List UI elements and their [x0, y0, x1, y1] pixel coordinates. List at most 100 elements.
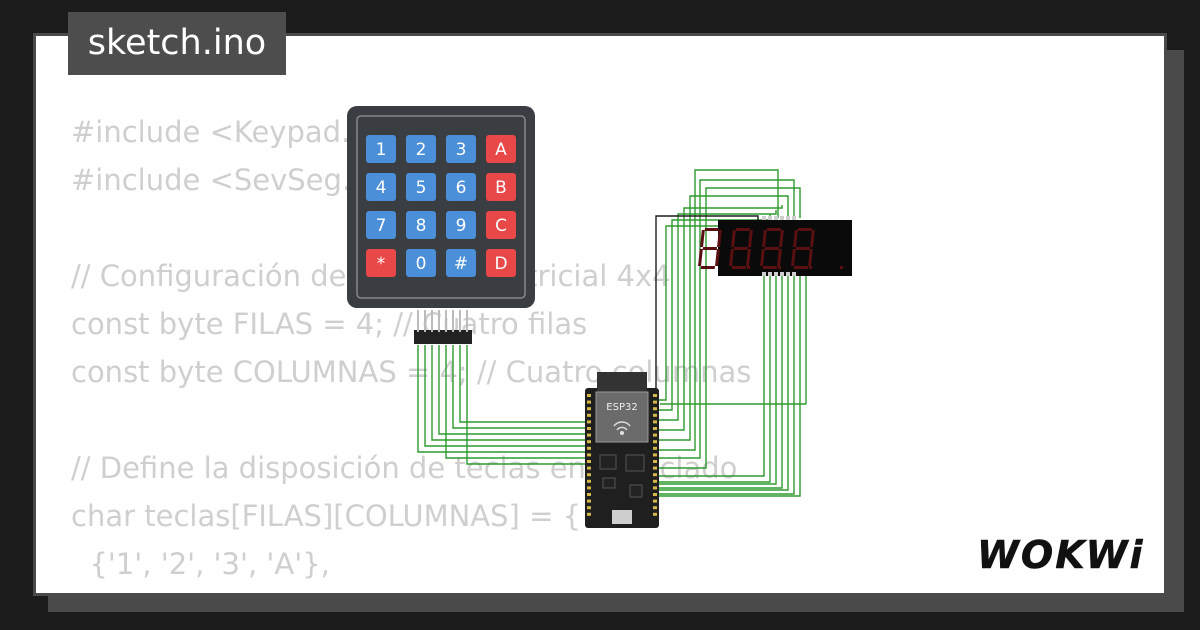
keypad-key[interactable] [406, 135, 436, 163]
display-segment [779, 230, 784, 247]
keypad-key-label: * [377, 254, 386, 274]
keypad-key-label: # [454, 254, 468, 274]
seven-segment-display[interactable] [698, 216, 852, 276]
keypad-key[interactable] [486, 211, 516, 239]
board-pin [653, 440, 657, 444]
keypad-key[interactable] [366, 173, 396, 201]
display-segment [733, 247, 749, 250]
esp32-board[interactable]: ESP32 [585, 372, 659, 528]
board-pin [587, 427, 591, 430]
display-segment [731, 230, 736, 247]
display-segment [700, 266, 716, 269]
wokwi-logo: WOKWi [977, 533, 1145, 578]
wokwi-logo-text: WOKWi [977, 533, 1145, 577]
board-pin [653, 499, 657, 503]
display-segment [808, 249, 813, 266]
keypad-key[interactable] [366, 211, 396, 239]
keypad-key[interactable] [406, 173, 436, 201]
display-segment [766, 228, 782, 231]
board-pin [587, 499, 591, 503]
board-pin [587, 446, 591, 450]
board-pin [587, 506, 591, 510]
display-segment [735, 228, 751, 231]
keypad-key[interactable] [486, 135, 516, 163]
keypad-connector-pins [417, 310, 468, 332]
board-pin [587, 394, 591, 397]
keypad-key-label: 7 [376, 216, 387, 236]
board-pin [587, 433, 591, 437]
code-line: char teclas[FILAS][COLUMNAS] = { [71, 499, 582, 533]
board-pin [653, 394, 657, 397]
board-pin [653, 407, 657, 411]
board-pin [653, 466, 657, 470]
board-pin [587, 493, 591, 496]
board-pin [587, 453, 591, 457]
display-decimal-point [778, 266, 781, 269]
board-pin [653, 400, 657, 404]
display-segment [702, 247, 718, 250]
keypad-key[interactable] [486, 173, 516, 201]
board-pin [653, 479, 657, 483]
keypad-key-label: 1 [376, 140, 387, 160]
board-pin [653, 460, 657, 463]
wires [417, 169, 807, 497]
keypad-key[interactable] [486, 249, 516, 277]
keypad-key[interactable] [366, 249, 396, 277]
keypad-key[interactable] [406, 211, 436, 239]
display-pins [762, 216, 796, 276]
keypad-key-label: 9 [456, 216, 467, 236]
display-decimal-point [840, 266, 843, 269]
keypad-key[interactable] [446, 173, 476, 201]
code-line: const byte FILAS = 4; // Cuatro filas [71, 307, 588, 341]
keypad-key[interactable] [446, 135, 476, 163]
keypad-key-label: B [495, 178, 507, 198]
display-segment [731, 266, 747, 269]
keypad-key-label: 6 [456, 178, 467, 198]
board-pin [653, 473, 657, 477]
board-pins [587, 394, 657, 516]
keypad-key[interactable] [406, 249, 436, 277]
display-segment [795, 247, 811, 250]
usb-port [612, 510, 632, 524]
display-segment [791, 249, 796, 266]
keypad-key-label: 2 [416, 140, 427, 160]
board-pin [653, 446, 657, 450]
display-decimal-point [747, 266, 750, 269]
display-segment [793, 266, 809, 269]
keypad-key[interactable] [446, 249, 476, 277]
display-segment [793, 230, 798, 247]
display-segment [764, 247, 780, 250]
board-pin [587, 486, 591, 490]
board-pin [587, 479, 591, 483]
board-pin [653, 433, 657, 437]
keypad-key-label: A [495, 140, 507, 160]
display-segment [704, 228, 720, 231]
board-pin [653, 453, 657, 457]
display-segment [729, 249, 734, 266]
keypad-connector [414, 330, 472, 344]
board-pin [587, 400, 591, 404]
keypad-key-label: 8 [416, 216, 427, 236]
keypad-key-label: 3 [456, 140, 467, 160]
code-line: {'1', '2', '3', 'A'}, [71, 547, 330, 581]
keypad-key[interactable] [366, 135, 396, 163]
keypad-key-label: 0 [416, 254, 427, 274]
display-segment [746, 249, 751, 266]
keypad-key-label: 4 [376, 178, 387, 198]
keypad-key-label: D [494, 254, 507, 274]
keypad-frame [356, 115, 526, 299]
board-pin [587, 413, 591, 417]
display-segment [700, 230, 705, 247]
board-pin [653, 493, 657, 496]
display-segment [760, 249, 765, 266]
board-pin [653, 506, 657, 510]
keypad-key[interactable] [446, 211, 476, 239]
board-pin [653, 413, 657, 417]
display-decimal-point [809, 266, 812, 269]
board-pin [587, 460, 591, 463]
board-pin [653, 486, 657, 490]
board-pin [587, 512, 591, 516]
